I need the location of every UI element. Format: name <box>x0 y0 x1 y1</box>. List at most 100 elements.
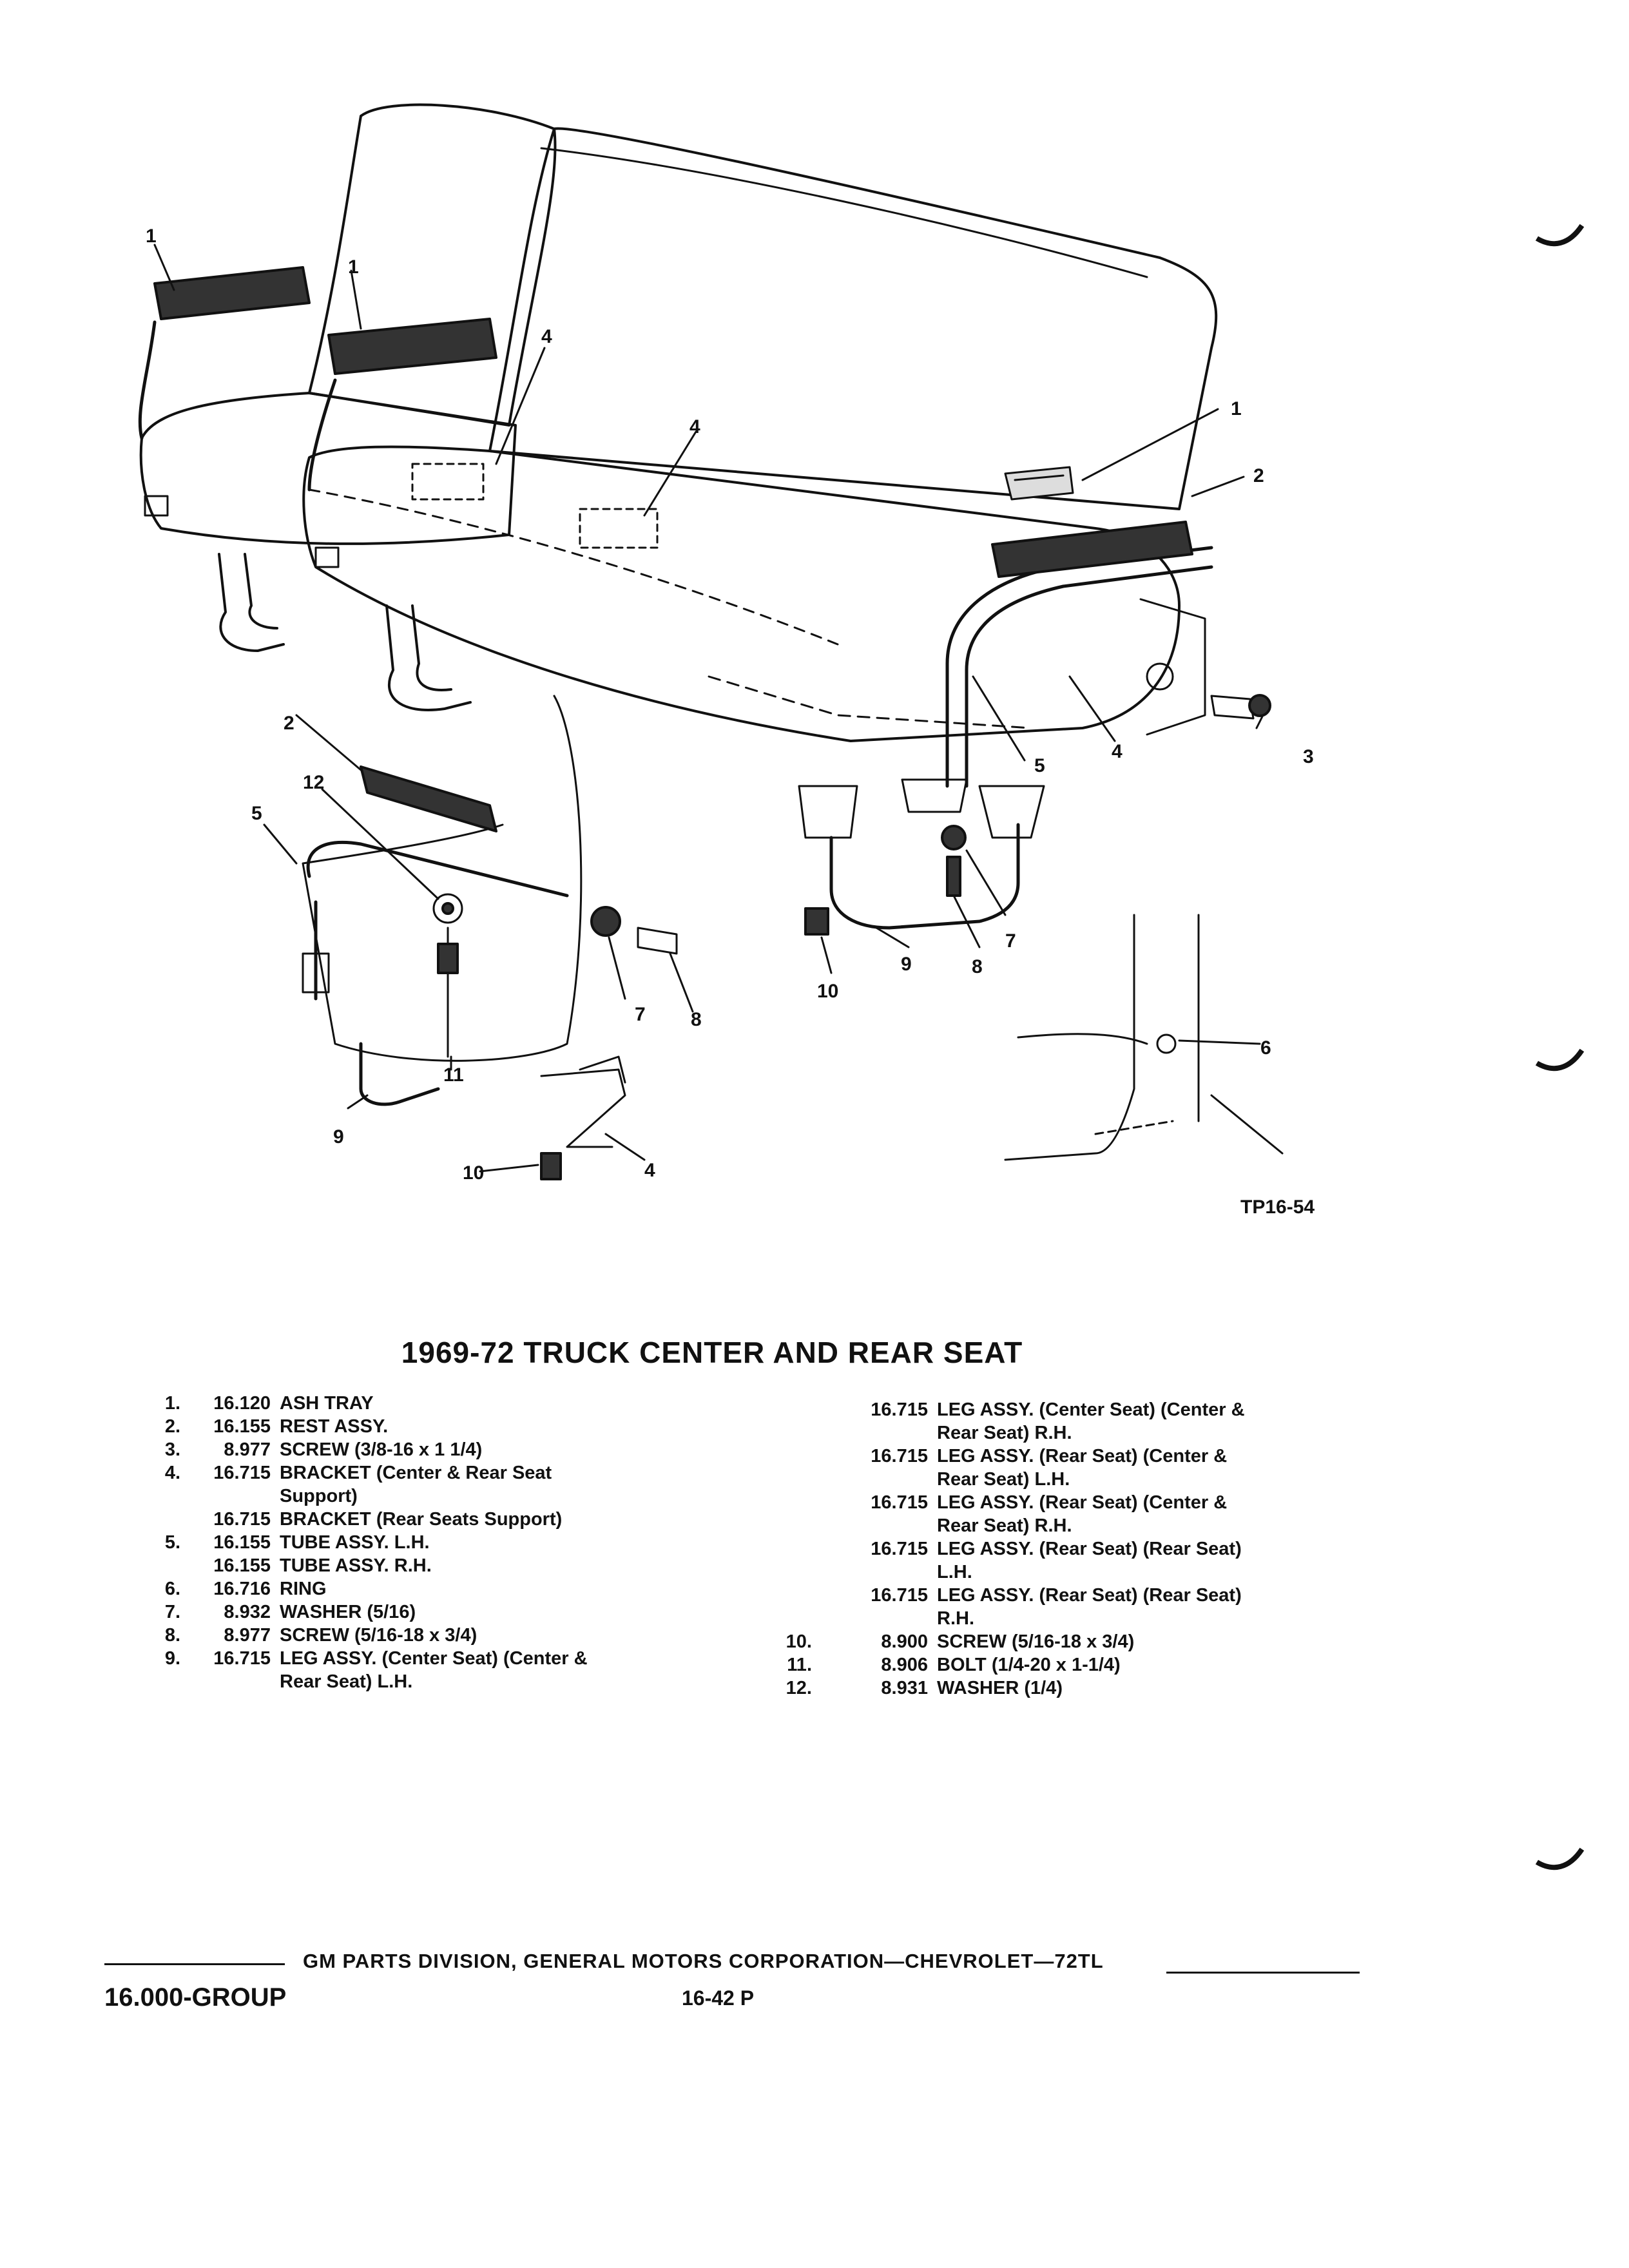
callout-8a: 8 <box>972 956 983 977</box>
item-number: 6. <box>164 1579 180 1599</box>
callout-9b: 9 <box>333 1126 344 1148</box>
margin-tick-2 <box>1535 1048 1585 1072</box>
item-number: 9. <box>164 1648 180 1669</box>
parts-list-row: Rear Seat) L.H. <box>155 1670 702 1693</box>
footer-publisher: GM PARTS DIVISION, GENERAL MOTORS CORPOR… <box>303 1950 1104 1972</box>
callout-2a: 2 <box>1253 465 1264 486</box>
callout-10b: 10 <box>463 1162 485 1184</box>
callout-6: 6 <box>1260 1037 1271 1059</box>
item-number: 2. <box>164 1416 180 1437</box>
part-description: Rear Seat) R.H. <box>937 1515 1072 1536</box>
leg-assy-center <box>798 785 858 839</box>
part-description: LEG ASSY. (Rear Seat) (Rear Seat) <box>937 1539 1242 1559</box>
part-group-number: 16.715 <box>871 1492 928 1513</box>
item-number: 4. <box>164 1463 180 1483</box>
callout-7b: 7 <box>635 1004 646 1025</box>
part-description: ASH TRAY <box>280 1393 374 1414</box>
parts-list-row: 16.715 LEG ASSY. (Rear Seat) (Rear Seat) <box>773 1537 1327 1561</box>
parts-list-row: R.H. <box>773 1607 1327 1630</box>
item-number: 12. <box>786 1678 812 1698</box>
callout-11: 11 <box>443 1064 464 1086</box>
part-description: REST ASSY. <box>280 1416 389 1437</box>
part-description: R.H. <box>937 1608 974 1629</box>
part-description: LEG ASSY. (Center Seat) (Center & <box>937 1399 1245 1420</box>
part-group-number: 16.155 <box>213 1416 271 1437</box>
part-description: BOLT (1/4-20 x 1-1/4) <box>937 1655 1121 1675</box>
margin-tick-1 <box>1535 224 1585 247</box>
parts-list-row: 9. 16.715 LEG ASSY. (Center Seat) (Center … <box>155 1647 702 1670</box>
callout-8b: 8 <box>691 1009 702 1030</box>
callout-10a: 10 <box>817 981 839 1002</box>
rest-assy-pad-right <box>991 521 1193 578</box>
part-group-number: 16.155 <box>213 1532 271 1553</box>
item-number: 7. <box>164 1602 180 1622</box>
rest-assy-pad-left-2 <box>327 318 497 375</box>
part-description: SCREW (3/8-16 x 1 1/4) <box>280 1439 483 1460</box>
part-description: LEG ASSY. (Center Seat) (Center & <box>280 1648 588 1669</box>
callout-2b: 2 <box>284 713 294 734</box>
item-number: 10. <box>786 1631 812 1652</box>
footer-rule-left <box>104 1963 285 1965</box>
group-label: 16.000-GROUP <box>104 1983 287 2012</box>
callout-1b: 1 <box>348 256 359 278</box>
part-description: LEG ASSY. (Rear Seat) (Center & <box>937 1446 1228 1466</box>
washer-7 <box>590 906 621 937</box>
part-group-number: 16.715 <box>871 1585 928 1606</box>
parts-list-row: 16.715 LEG ASSY. (Rear Seat) (Center & <box>773 1491 1327 1514</box>
screw-3 <box>1210 695 1255 720</box>
callout-1c: 1 <box>1231 398 1242 419</box>
callout-9a: 9 <box>901 954 912 975</box>
washer-12 <box>432 893 463 924</box>
callout-5a: 5 <box>1034 755 1045 776</box>
part-description: BRACKET (Center & Rear Seat <box>280 1463 552 1483</box>
parts-list-row: 16.715 LEG ASSY. (Rear Seat) (Center & <box>773 1445 1327 1468</box>
screw-8 <box>637 927 678 955</box>
bracket-4-lower <box>540 1068 626 1148</box>
part-group-number: 16.715 <box>213 1509 271 1530</box>
rest-assy-pad-left-1 <box>153 266 311 320</box>
callout-4a: 4 <box>541 326 552 347</box>
footer-rule-right <box>1166 1972 1360 1974</box>
callout-12: 12 <box>303 772 325 793</box>
part-group-number: 16.715 <box>213 1648 271 1669</box>
part-group-number: 16.715 <box>871 1399 928 1420</box>
part-group-number: 16.715 <box>871 1446 928 1466</box>
part-description: Rear Seat) L.H. <box>937 1469 1070 1490</box>
part-group-number: 8.931 <box>881 1678 928 1698</box>
part-group-number: 8.977 <box>224 1625 271 1646</box>
washer-7-center <box>941 825 967 850</box>
part-description: LEG ASSY. (Rear Seat) (Center & <box>937 1492 1228 1513</box>
callout-4d: 4 <box>644 1160 655 1181</box>
door-panel <box>1004 914 1135 1161</box>
item-number: 11. <box>787 1655 812 1675</box>
part-group-number: 8.932 <box>224 1602 271 1622</box>
parts-list-row: Rear Seat) R.H. <box>773 1514 1327 1537</box>
callout-3: 3 <box>1303 746 1314 767</box>
part-group-number: 8.906 <box>881 1655 928 1675</box>
rear-seat-cushion <box>302 445 1181 742</box>
callout-1a: 1 <box>146 226 157 247</box>
part-description: Support) <box>280 1486 358 1506</box>
leg-assy-lower <box>359 1042 440 1106</box>
parts-list-row: Rear Seat) L.H. <box>773 1468 1327 1491</box>
parts-list-row: 11. 8.906 BOLT (1/4-20 x 1-1/4) <box>773 1653 1327 1677</box>
part-group-number: 16.715 <box>871 1539 928 1559</box>
part-group-number: 16.155 <box>213 1555 271 1576</box>
callout-4b: 4 <box>689 416 700 437</box>
callout-7a: 7 <box>1005 930 1016 952</box>
figure-id: TP16-54 <box>1240 1196 1315 1218</box>
tube-assy-lh <box>306 840 569 898</box>
part-group-number: 8.900 <box>881 1631 928 1652</box>
parts-list-right: 16.715 LEG ASSY. (Center Seat) (Center & R… <box>773 1398 1327 1700</box>
parts-list-row: 16.715 LEG ASSY. (Center Seat) (Center & <box>773 1398 1327 1421</box>
